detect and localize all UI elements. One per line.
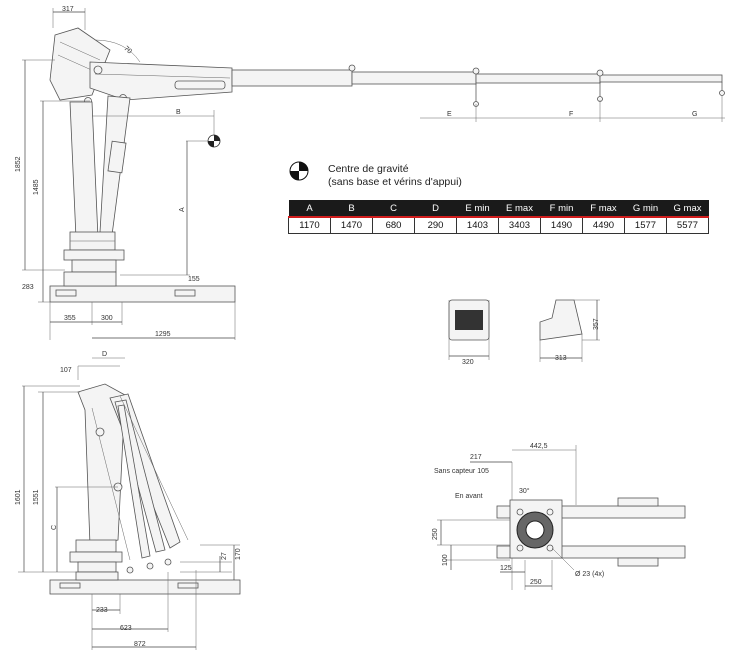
dim-250-h: 250 [530,579,542,586]
cog-col-f-min: F min [540,200,583,218]
cog-table: A B C D E min E max F min F max G min G … [288,200,709,234]
dim-g: G [692,111,697,118]
control-unit-views: 320 313 357 [448,299,600,366]
dim-a: A [179,207,186,212]
dim-100: 100 [442,554,449,566]
hole-note: Ø 23 (4x) [575,571,604,578]
folded-view: 107 D 1601 1551 C [15,351,242,650]
top-view: 442,5 217 Sans capteur 105 En avant 30° … [432,443,686,590]
cog-col-d: D [414,200,457,218]
cog-val-g-max: 5577 [666,216,709,234]
dim-872: 872 [134,641,146,648]
cog-val-e-max: 3403 [498,216,541,234]
column [69,101,99,239]
cog-col-f-max: F max [582,200,625,218]
dim-e: E [447,111,452,118]
dim-283: 283 [22,284,34,291]
dim-170: 170 [235,548,242,560]
cog-table-row: 1170 1470 680 290 1403 3403 1490 4490 15… [288,216,709,234]
dim-1485: 1485 [33,179,40,195]
dim-f: F [569,111,573,118]
dim-d: D [102,351,107,358]
cog-title: Centre de gravité [328,163,409,175]
dim-217: 217 [470,454,482,461]
cog-val-a: 1170 [288,216,331,234]
cog-col-g-max: G max [666,200,709,218]
cog-val-c: 680 [372,216,415,234]
dim-107: 107 [60,367,72,374]
main-boom [89,61,233,101]
cog-col-e-min: E min [456,200,499,218]
dim-1295: 1295 [155,331,171,338]
cog-col-g-min: G min [624,200,667,218]
dim-250-v: 250 [432,528,439,540]
cog-table-header: A B C D E min E max F min F max G min G … [288,200,709,218]
side-view: 317 70 E F G [15,6,725,340]
dim-623: 623 [120,625,132,632]
cog-val-e-min: 1403 [456,216,499,234]
dim-b: B [176,109,181,116]
dim-320: 320 [462,359,474,366]
dim-357: 357 [593,318,600,330]
cog-col-b: B [330,200,373,218]
cog-col-e-max: E max [498,200,541,218]
dim-355: 355 [64,315,76,322]
dim-125: 125 [500,565,512,572]
dim-442: 442,5 [530,443,548,450]
base-frame [49,285,236,303]
angle-30: 30° [519,487,530,495]
cog-val-f-max: 4490 [582,216,625,234]
dim-1601: 1601 [15,489,22,505]
cog-legend-icon [288,160,310,187]
dim-angle-70: 70 [122,45,133,55]
cog-caption: Centre de gravité (sans base et vérins d… [328,163,462,189]
dim-27: 27 [221,552,228,560]
sensor-note: Sans capteur 105 [434,468,489,475]
dim-1551: 1551 [33,489,40,505]
dim-313: 313 [555,355,567,362]
cog-val-b: 1470 [330,216,373,234]
dim-233: 233 [96,607,108,614]
cog-val-d: 290 [414,216,457,234]
dim-317: 317 [62,6,74,13]
dim-1852: 1852 [15,156,22,172]
front-note: En avant [455,493,483,500]
cog-val-f-min: 1490 [540,216,583,234]
cog-val-g-min: 1577 [624,216,667,234]
dim-300: 300 [101,315,113,322]
dim-155: 155 [188,276,200,283]
gravity-center-icon [207,134,221,148]
cog-subtitle: (sans base et vérins d'appui) [328,176,462,188]
dim-c: C [51,525,58,530]
cog-col-c: C [372,200,415,218]
cog-col-a: A [288,200,331,218]
